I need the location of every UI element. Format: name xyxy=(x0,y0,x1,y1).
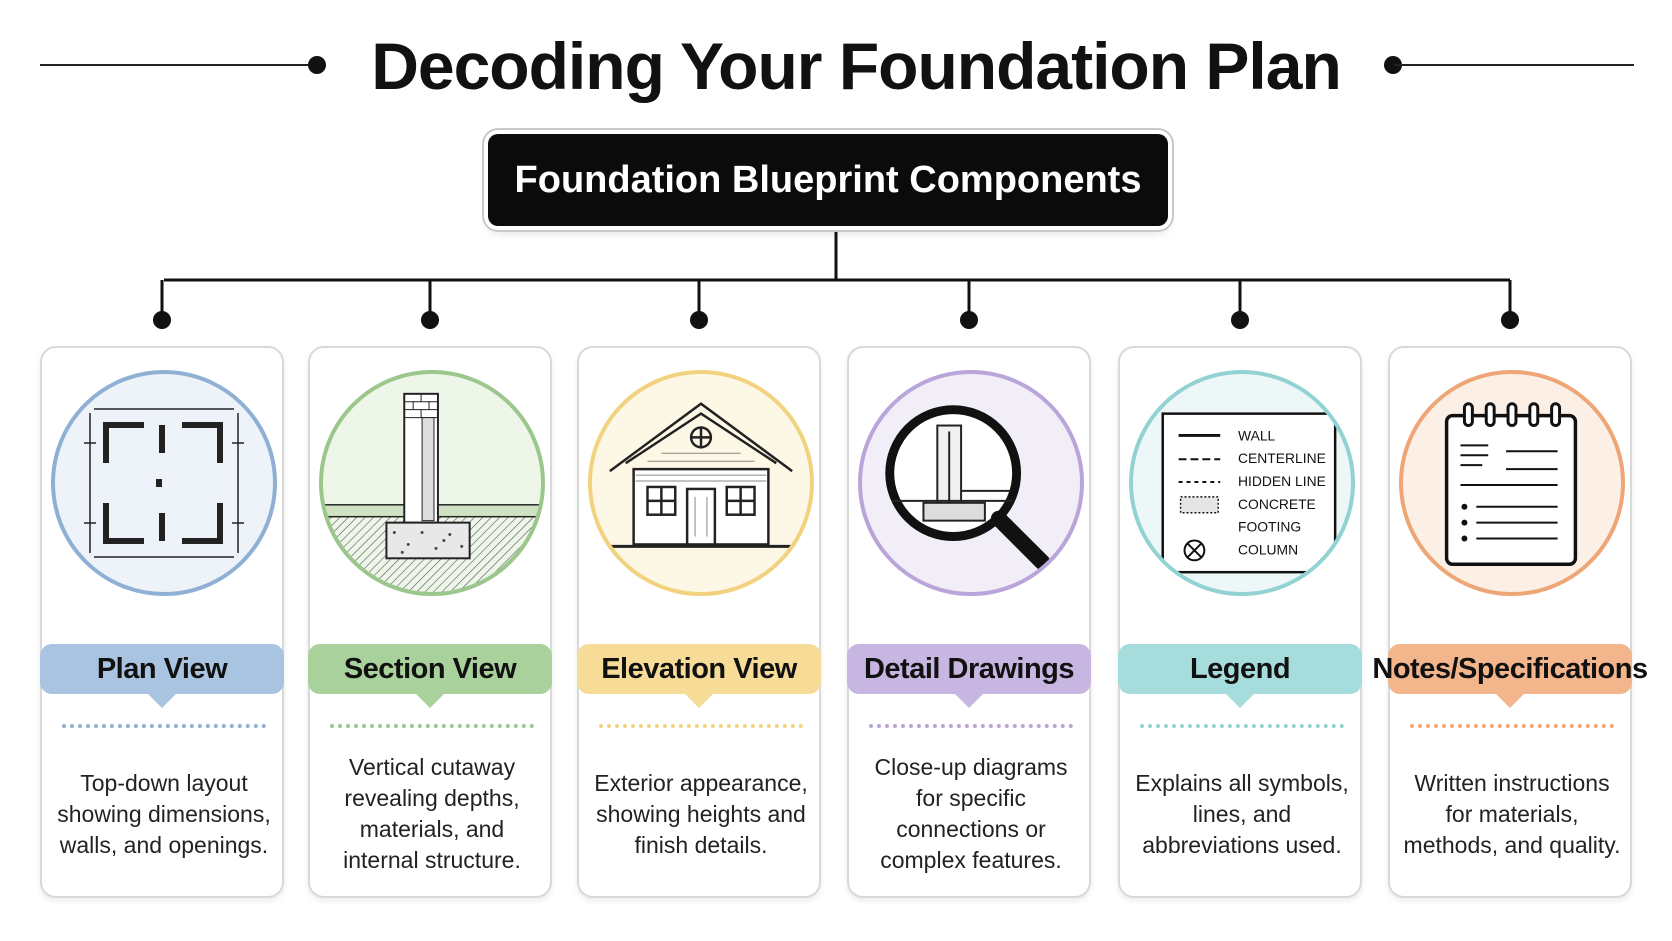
legend-item: CONCRETE xyxy=(1238,496,1316,512)
dotted-divider xyxy=(330,724,534,728)
card-detail-drawings: Detail Drawings Close-up diagrams for sp… xyxy=(847,346,1091,898)
connector-dot xyxy=(690,311,708,329)
legend-column-symbol xyxy=(1183,539,1206,562)
root-node-label: Foundation Blueprint Components xyxy=(514,158,1142,201)
dotted-divider xyxy=(1410,724,1614,728)
icon-circle xyxy=(858,370,1084,596)
card-section-view: Section View Vertical cutaway revealing … xyxy=(308,346,552,898)
floor-plan-icon xyxy=(84,408,244,558)
page-title: Decoding Your Foundation Plan xyxy=(371,29,1342,103)
card-notes-specifications: Notes/Specifications Written instruction… xyxy=(1372,346,1648,898)
banner-pointer xyxy=(1496,694,1524,708)
connector-dot xyxy=(421,311,439,329)
card-label-banner: Detail Drawings xyxy=(847,644,1091,708)
dotted-divider xyxy=(62,724,266,728)
icon-circle xyxy=(319,370,545,596)
card-label-banner: Plan View xyxy=(40,644,284,708)
dotted-divider xyxy=(599,724,803,728)
connector-dot xyxy=(1231,311,1249,329)
banner-pointer xyxy=(685,694,713,708)
title-dot-left xyxy=(308,56,326,74)
magnifier-detail-icon xyxy=(885,405,1051,571)
card-label-banner: Legend xyxy=(1118,644,1362,708)
card-label-banner: Notes/Specifications xyxy=(1372,644,1648,708)
card-description: Written instructions for materials, meth… xyxy=(1403,769,1621,858)
card-label-banner: Section View xyxy=(308,644,552,708)
connector-branches xyxy=(153,280,1519,329)
banner-pointer xyxy=(148,694,176,708)
title-rule-right xyxy=(1394,64,1634,66)
connector-dot xyxy=(960,311,978,329)
card-elevation-view: Elevation View Exterior appearance, show… xyxy=(577,346,821,898)
icon-circle xyxy=(1399,370,1625,596)
card-plan-view: Plan View Top-down layout showing dimens… xyxy=(40,346,284,898)
card-label: Detail Drawings xyxy=(863,652,1075,685)
icon-circle: WALL CENTERLINE HIDDEN LINE CONCRETE FOO… xyxy=(1129,370,1355,596)
legend-symbols-icon: WALL CENTERLINE HIDDEN LINE CONCRETE FOO… xyxy=(1161,412,1337,574)
root-node: Foundation Blueprint Components xyxy=(488,134,1168,226)
banner-pointer xyxy=(416,694,444,708)
dotted-divider xyxy=(1140,724,1344,728)
card-description: Top-down layout showing dimensions, wall… xyxy=(57,769,271,858)
title-row: Decoding Your Foundation Plan xyxy=(0,18,1672,108)
card-label-banner: Elevation View xyxy=(577,644,821,708)
legend-item: WALL xyxy=(1238,427,1276,443)
house-elevation-icon xyxy=(601,402,801,548)
legend-item: HIDDEN LINE xyxy=(1238,473,1326,489)
card-label: Section View xyxy=(343,652,517,685)
icon-circle xyxy=(588,370,814,596)
card-description: Explains all symbols, lines, and abbrevi… xyxy=(1135,769,1349,858)
card-label: Elevation View xyxy=(601,652,797,685)
connector-dot xyxy=(1501,311,1519,329)
card-label: Legend xyxy=(1189,652,1291,685)
legend-concrete-symbol xyxy=(1179,496,1219,514)
banner-pointer xyxy=(1226,694,1254,708)
section-cutaway-icon xyxy=(323,392,541,592)
legend-item: COLUMN xyxy=(1238,541,1298,557)
title-dot-right xyxy=(1384,56,1402,74)
title-rule-left xyxy=(40,64,316,66)
legend-item: FOOTING xyxy=(1238,519,1301,535)
connector-dot xyxy=(153,311,171,329)
card-description: Close-up diagrams for specific connectio… xyxy=(874,754,1068,873)
card-label: Notes/Specifications xyxy=(1372,652,1648,685)
icon-circle xyxy=(51,370,277,596)
card-description: Vertical cutaway revealing depths, mater… xyxy=(343,754,521,873)
card-legend: WALL CENTERLINE HIDDEN LINE CONCRETE FOO… xyxy=(1118,346,1362,898)
banner-pointer xyxy=(955,694,983,708)
dotted-divider xyxy=(869,724,1073,728)
card-label: Plan View xyxy=(96,652,228,685)
legend-item: CENTERLINE xyxy=(1238,450,1326,466)
notepad-icon xyxy=(1444,402,1578,566)
card-description: Exterior appearance, showing heights and… xyxy=(594,769,808,858)
